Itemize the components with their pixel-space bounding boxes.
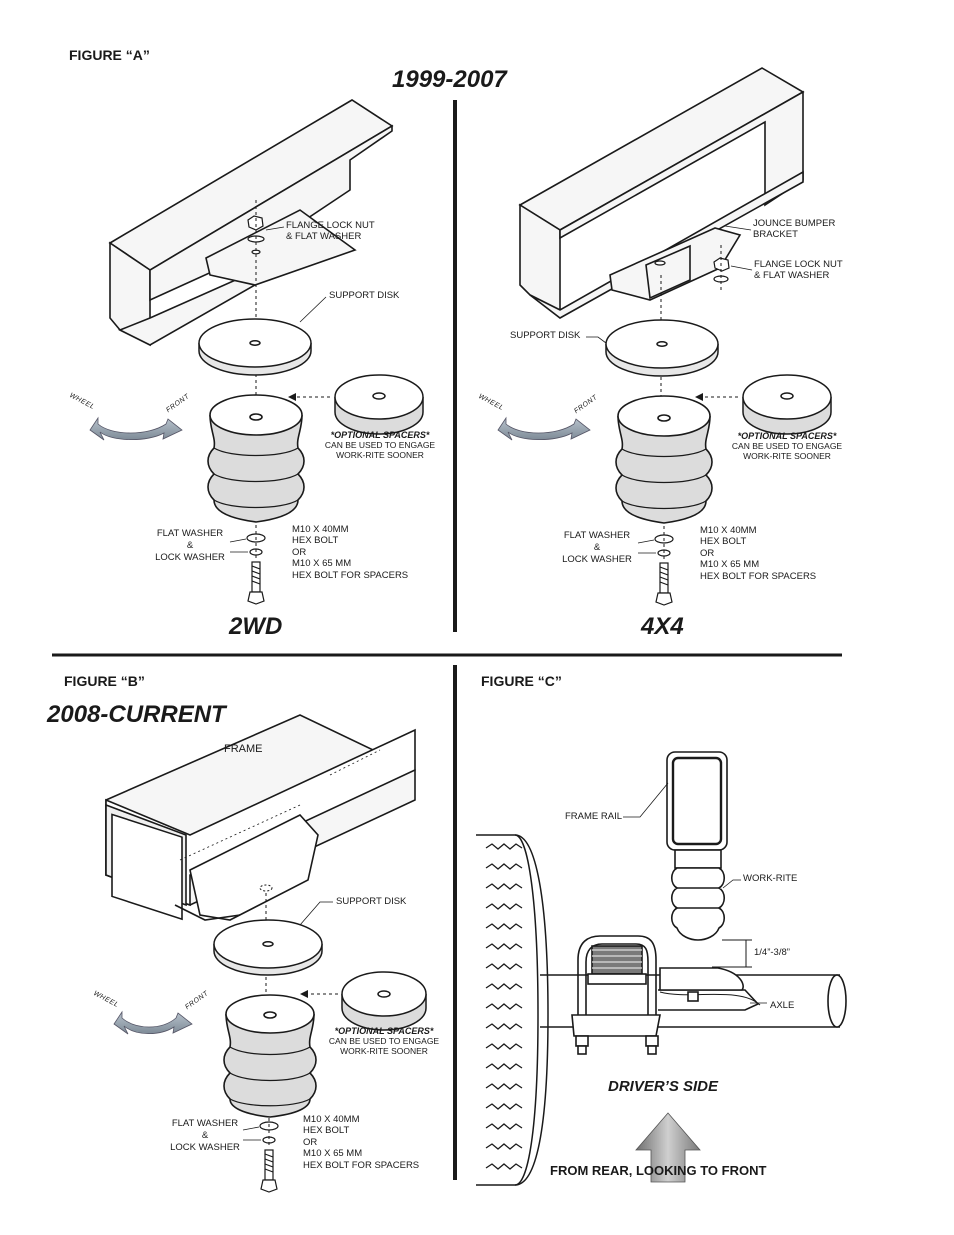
fig-c-u-bolt-assembly (571, 935, 661, 1055)
fig-a-right-work-rite-bumper (615, 395, 713, 524)
fig-a-left-support-disk (198, 318, 312, 376)
fig-c-axle (540, 967, 847, 1028)
figure-a-label: FIGURE “A” (69, 47, 150, 63)
fig-a-left-direction-arrow (89, 416, 183, 441)
figure-c-label: FIGURE “C” (481, 673, 562, 689)
fig-a-right-washers-label: FLAT WASHER & LOCK WASHER (562, 530, 632, 565)
fig-a-right-bolt-label: M10 X 40MM HEX BOLT OR M10 X 65 MM HEX B… (700, 525, 817, 582)
fig-a-right-support-disk-label: SUPPORT DISK (510, 330, 581, 341)
fig-b-optional-spacers-note: CAN BE USED TO ENGAGE WORK-RITE SOONER (328, 1036, 440, 1056)
fig-c-axle-label: AXLE (770, 1000, 795, 1011)
fig-a-right-model-label: 4X4 (641, 613, 684, 640)
fig-b-optional-spacers-title: *OPTIONAL SPACERS* (334, 1026, 434, 1036)
fig-c-work-rite-label: WORK-RITE (743, 873, 798, 884)
fig-c-view-label: FROM REAR, LOOKING TO FRONT (550, 1163, 767, 1178)
fig-a-right-frame (518, 67, 805, 319)
fig-a-left-optional-spacers-note: CAN BE USED TO ENGAGE WORK-RITE SOONER (324, 440, 436, 460)
fig-b-direction-arrow (113, 1010, 193, 1035)
fig-a-left-spacer (334, 374, 424, 435)
figure-a-years-title: 1999-2007 (392, 66, 507, 93)
fig-b-support-disk (213, 919, 323, 976)
fig-a-left-frame (108, 99, 394, 347)
fig-b-spacer (341, 971, 427, 1031)
fig-a-left-work-rite-bumper (207, 394, 305, 523)
fig-c-work-rite-bumper (670, 849, 726, 941)
fig-b-frame (105, 714, 416, 921)
fig-b-support-disk-label: SUPPORT DISK (336, 896, 407, 907)
fig-c-gap-label: 1/4”-3/8” (754, 947, 790, 958)
fig-a-right-jounce-label: JOUNCE BUMPER BRACKET (753, 218, 836, 240)
fig-c-frame-rail-label: FRAME RAIL (565, 811, 623, 822)
fig-a-right-direction-arrow (497, 416, 591, 441)
fig-a-right-bolt (654, 534, 674, 606)
fig-a-left-optional-spacers-title: *OPTIONAL SPACERS* (330, 430, 430, 440)
fig-c-drivers-side-label: DRIVER’S SIDE (608, 1078, 719, 1095)
fig-a-right-spacer (742, 374, 832, 435)
fig-a-left-model-label: 2WD (229, 613, 283, 640)
fig-c-tire (476, 834, 549, 1186)
fig-a-right-optional-spacers-title: *OPTIONAL SPACERS* (737, 431, 837, 441)
fig-c-gap-dimension (712, 939, 752, 968)
fig-b-washers-label: FLAT WASHER & LOCK WASHER (170, 1118, 240, 1153)
fig-a-right-support-disk (605, 319, 719, 377)
fig-b-work-rite-bumper (223, 994, 317, 1118)
fig-c-frame-rail (666, 751, 728, 851)
figure-b-years-title: 2008-CURRENT (47, 701, 226, 728)
fig-a-left-flange-nut-label: FLANGE LOCK NUT & FLAT WASHER (286, 220, 375, 242)
fig-b-bolt-label: M10 X 40MM HEX BOLT OR M10 X 65 MM HEX B… (303, 1114, 420, 1171)
fig-a-left-support-disk-label: SUPPORT DISK (329, 290, 400, 301)
fig-a-left-bolt-label: M10 X 40MM HEX BOLT OR M10 X 65 MM HEX B… (292, 524, 409, 581)
fig-b-frame-label: FRAME (224, 743, 263, 755)
fig-a-right-flange-nut-label: FLANGE LOCK NUT & FLAT WASHER (754, 259, 843, 281)
fig-b-bolt-hole (259, 884, 273, 892)
fig-c-up-arrow (635, 1112, 701, 1183)
fig-a-left-washers-label: FLAT WASHER & LOCK WASHER (155, 528, 225, 563)
fig-a-right-optional-spacers-note: CAN BE USED TO ENGAGE WORK-RITE SOONER (731, 441, 843, 461)
figure-b-label: FIGURE “B” (64, 673, 145, 689)
fig-a-right-flange-nut (654, 257, 730, 283)
